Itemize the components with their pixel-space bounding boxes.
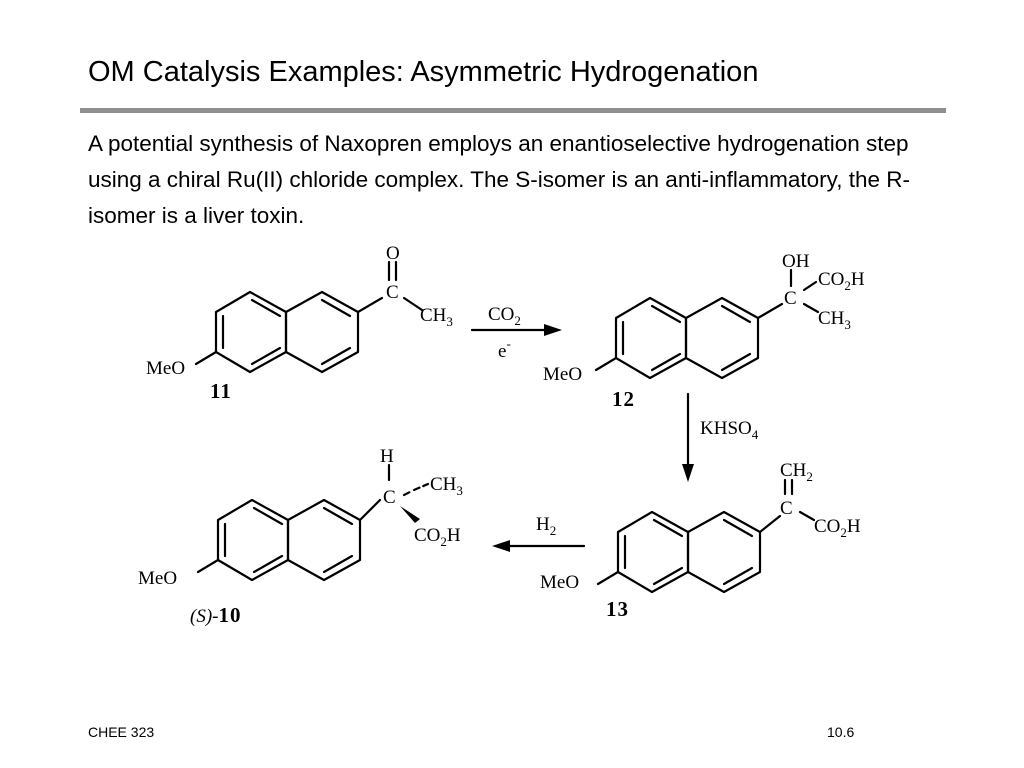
c10-hydrogen: H [380,446,394,467]
c13-carboxyl: CO2H [814,516,861,540]
c10-methoxy: MeO [138,568,177,589]
c13-carbon: C [780,498,793,519]
slide-title: OM Catalysis Examples: Asymmetric Hydrog… [88,56,759,88]
c10-methyl: CH3 [430,474,463,498]
compound-10-structure [196,463,430,582]
c12-methyl: CH3 [818,308,851,332]
compound-10-number: (S)-10 [190,603,241,627]
reagent-co2: CO2 [488,304,521,328]
reagent-electron: e- [498,336,511,362]
arrowhead-11-to-12 [544,324,562,336]
c12-carbon: C [784,288,797,309]
compound-11-structure [194,260,424,374]
c11-oxygen: O [386,243,400,264]
arrowhead-12-to-13 [682,464,694,482]
compound-12-structure [594,268,820,380]
c11-methyl: CH3 [420,305,453,329]
compound-13-number: 13 [606,597,629,621]
c11-carbon: C [386,282,399,303]
title-rule [80,108,946,113]
c12-methoxy: MeO [543,364,582,385]
compound-13-structure [596,478,816,594]
reagent-h2: H2 [536,514,556,538]
reagent-khso4: KHSO4 [700,418,759,442]
c10-carboxyl: CO2H [414,525,461,549]
footer-page-number: 10.6 [827,724,855,740]
arrowhead-13-to-10 [492,540,510,552]
c10-carbon: C [383,487,396,508]
c12-hydroxyl: OH [782,251,810,272]
wedge-bond [400,506,420,523]
body-text: A potential synthesis of Naxopren employ… [88,131,910,228]
footer-course: CHEE 323 [88,724,155,740]
compound-11-number: 11 [210,379,232,403]
c13-methylene: CH2 [780,460,813,484]
c13-methoxy: MeO [540,572,579,593]
compound-12-number: 12 [612,387,635,411]
c11-methoxy: MeO [146,358,185,379]
c12-carboxyl: CO2H [818,269,865,293]
